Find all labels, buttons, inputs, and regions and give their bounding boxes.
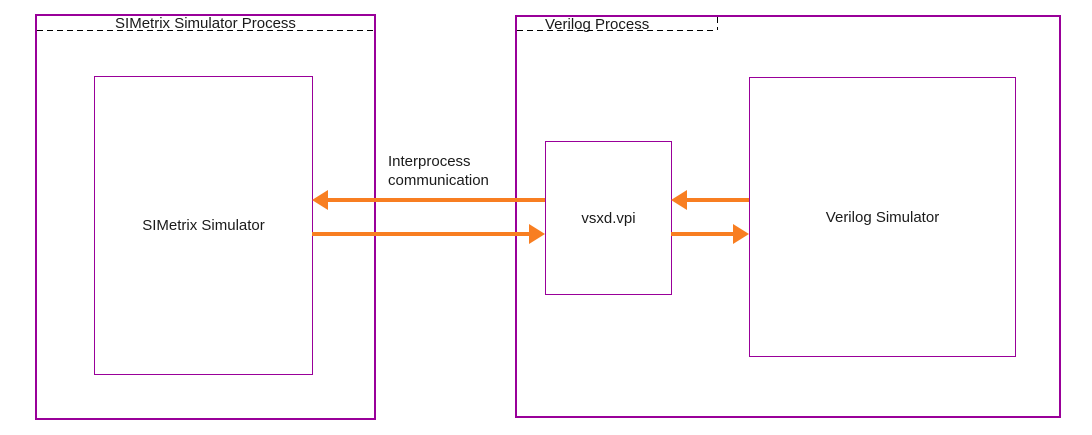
vsxd-vpi-node: vsxd.vpi <box>545 141 672 295</box>
left-arrowhead-icon <box>312 190 328 210</box>
annotation-line-1: Interprocess <box>388 153 471 170</box>
verilog-process-box: Verilog Process <box>515 15 1061 418</box>
arrow-line <box>685 198 749 202</box>
verilog-label-dashed-divider <box>517 30 717 31</box>
verilog-simulator-node-label: Verilog Simulator <box>825 208 940 226</box>
annotation-line-2: communication <box>388 172 489 189</box>
simetrix-process-label-text: SIMetrix Simulator Process <box>115 15 296 32</box>
verilog-label-dashed-right-edge <box>717 17 718 30</box>
simetrix-label-dashed-divider <box>37 30 374 31</box>
simetrix-process-label: SIMetrix Simulator Process <box>37 15 374 32</box>
arrow-line <box>671 232 735 236</box>
arrow-vsxd-to-simetrix <box>312 190 545 210</box>
verilog-process-label: Verilog Process <box>517 16 717 33</box>
simetrix-simulator-node-label: SIMetrix Simulator <box>142 217 265 234</box>
vsxd-vpi-node-label: vsxd.vpi <box>581 209 636 227</box>
simetrix-simulator-node: SIMetrix Simulator <box>94 76 313 375</box>
arrow-verilog-to-vsxd <box>671 190 749 210</box>
simetrix-process-box: SIMetrix Simulator Process <box>35 14 376 420</box>
interprocess-communication-annotation: Interprocess communication <box>388 152 489 190</box>
arrow-simetrix-to-vsxd <box>312 224 545 244</box>
left-arrowhead-icon <box>671 190 687 210</box>
right-arrowhead-icon <box>529 224 545 244</box>
verilog-simulator-node: Verilog Simulator <box>749 77 1016 357</box>
right-arrowhead-icon <box>733 224 749 244</box>
arrow-line <box>326 198 545 202</box>
arrow-vsxd-to-verilog <box>671 224 749 244</box>
verilog-process-label-text: Verilog Process <box>545 16 650 33</box>
arrow-line <box>312 232 531 236</box>
